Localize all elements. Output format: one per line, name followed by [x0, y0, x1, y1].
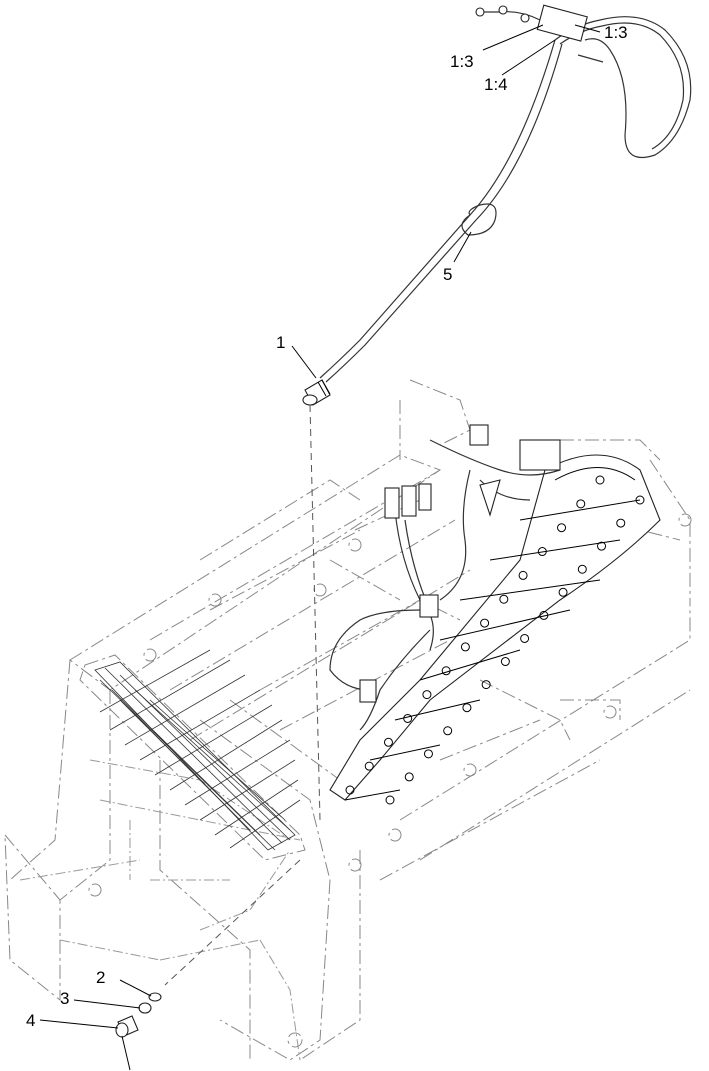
chain-link-rivet	[345, 785, 355, 795]
chain-link-rivet	[462, 703, 472, 713]
callout-3: 3	[60, 989, 69, 1008]
seal-ring-2	[148, 992, 162, 1002]
chain-link-rivet	[558, 587, 568, 597]
chain-link-rivet	[597, 541, 607, 551]
chain-link-rivet	[385, 795, 395, 805]
connector-plug	[302, 379, 331, 406]
chain-link-rivet	[537, 547, 547, 557]
chain-link-rivet	[576, 499, 586, 509]
chain-link-rivet	[635, 495, 645, 505]
chain-link-rivet	[518, 570, 528, 580]
callout-1-4: 1:4	[484, 75, 508, 94]
chain-link-rivet	[460, 642, 470, 652]
chain-link-rivet	[616, 518, 626, 528]
chain-link-rivet	[520, 633, 530, 643]
assembly-path-line	[309, 404, 321, 821]
internal-harness	[329, 424, 561, 731]
assembly-path-line-lower	[164, 859, 301, 986]
chain-link-rivet	[557, 523, 567, 533]
dust-cap-4	[115, 1015, 139, 1038]
chain-link-rivet	[422, 690, 432, 700]
chain-link-rivet	[364, 761, 374, 771]
front-grille	[79, 649, 306, 861]
chain-link-rivet	[480, 618, 490, 628]
chain-link-rivet	[481, 680, 491, 690]
harness-cable	[319, 4, 692, 383]
callout-4: 4	[26, 1011, 35, 1030]
callout-2: 2	[96, 968, 105, 987]
chain-link-rivet	[383, 737, 393, 747]
chain-link-rivet	[500, 657, 510, 667]
chain-link-rivet	[577, 564, 587, 574]
callout-1: 1	[276, 333, 285, 352]
chain-link-rivet	[441, 666, 451, 676]
chain-link-rivet	[443, 726, 453, 736]
leader-lines	[39, 24, 601, 1071]
chain-link-rivet	[404, 772, 414, 782]
chain-link-rivet	[539, 610, 549, 620]
callout-5: 5	[443, 265, 452, 284]
callouts: 1 2 3 4 5 1:3 1:3 1:4	[26, 23, 628, 1030]
chain-link-rivet	[423, 749, 433, 759]
callout-1-3-upper: 1:3	[604, 23, 628, 42]
chain-link-rivet	[499, 594, 509, 604]
seal-ring-3	[138, 1002, 152, 1014]
cable-carrier-chain	[329, 454, 661, 805]
chain-link-rivet	[403, 713, 413, 723]
callout-1-3-lower: 1:3	[450, 52, 474, 71]
chain-link-rivet	[595, 475, 605, 485]
